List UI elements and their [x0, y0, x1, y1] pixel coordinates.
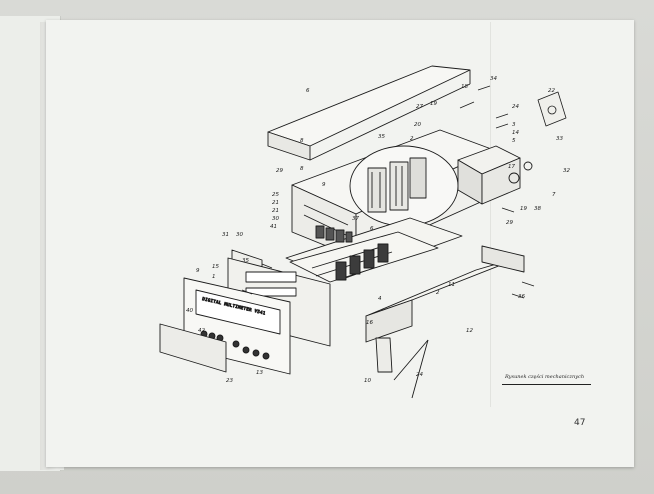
part-label: 19 — [430, 101, 437, 107]
part-label: 19 — [520, 206, 527, 212]
part-label: 12 — [466, 328, 473, 334]
part-label: 5 — [512, 138, 516, 144]
part-label: 17 — [508, 164, 515, 170]
part-label: 34 — [490, 76, 497, 82]
lower-board-part — [289, 231, 439, 283]
part-label: 23 — [226, 378, 233, 384]
part-label: 37 — [352, 216, 359, 222]
part-label: 24 — [416, 372, 423, 378]
part-number-labels: 6 8 18 34 22 27 19 33 20 3 14 5 2 35 25 … — [186, 76, 570, 384]
part-label: 21 — [272, 200, 279, 206]
part-label: 8 — [300, 166, 304, 172]
part-label: 35 — [242, 258, 249, 264]
part-label: 11 — [448, 282, 455, 288]
part-label: 4 — [378, 296, 382, 302]
part-label: 9 — [196, 268, 200, 274]
part-label: 2 — [436, 290, 440, 296]
part-label: 13 — [256, 370, 263, 376]
part-label: 32 — [563, 168, 570, 174]
part-label: 10 — [364, 378, 371, 384]
part-label: 2 — [410, 136, 414, 142]
part-label: 7 — [552, 192, 556, 198]
part-label: 24 — [512, 104, 519, 110]
part-label: 14 — [512, 130, 519, 136]
page-number: 47 — [574, 418, 586, 428]
part-label: 29 — [276, 168, 283, 174]
part-label: 21 — [272, 208, 279, 214]
part-label: 20 — [414, 122, 421, 128]
part-label: 3 — [512, 122, 516, 128]
part-label: 27 — [416, 104, 423, 110]
bezel-strip-part — [159, 323, 227, 373]
part-label: 8 — [300, 138, 304, 144]
part-label: 42 — [198, 328, 205, 334]
part-label: 15 — [212, 264, 219, 270]
part-label: 31 — [222, 232, 229, 238]
top-cover-part — [267, 65, 471, 161]
part-label: 16 — [366, 320, 373, 326]
part-label: 40 — [186, 308, 193, 314]
part-label: 38 — [534, 206, 541, 212]
part-label: 30 — [272, 216, 279, 222]
part-label: 18 — [461, 84, 468, 90]
part-label: 36 — [518, 294, 525, 300]
transformer-detail — [349, 145, 459, 227]
folded-sheet-edge — [490, 22, 631, 407]
part-label: 6 — [370, 226, 374, 232]
part-label: 35 — [378, 134, 385, 140]
part-label: 29 — [506, 220, 513, 226]
figure-caption: Rysunek części mechanicznych — [502, 370, 591, 385]
part-label: 9 — [322, 182, 326, 188]
bottom-tray-part — [365, 245, 525, 399]
part-label: 1 — [212, 274, 216, 280]
part-label: 41 — [270, 224, 277, 230]
part-label: 6 — [306, 88, 310, 94]
part-label: 25 — [272, 192, 279, 198]
hardware-fasteners — [241, 85, 567, 299]
rear-transformer-part — [457, 145, 533, 205]
part-label: 22 — [548, 88, 555, 94]
part-label: 33 — [556, 136, 563, 142]
part-label: 30 — [236, 232, 243, 238]
